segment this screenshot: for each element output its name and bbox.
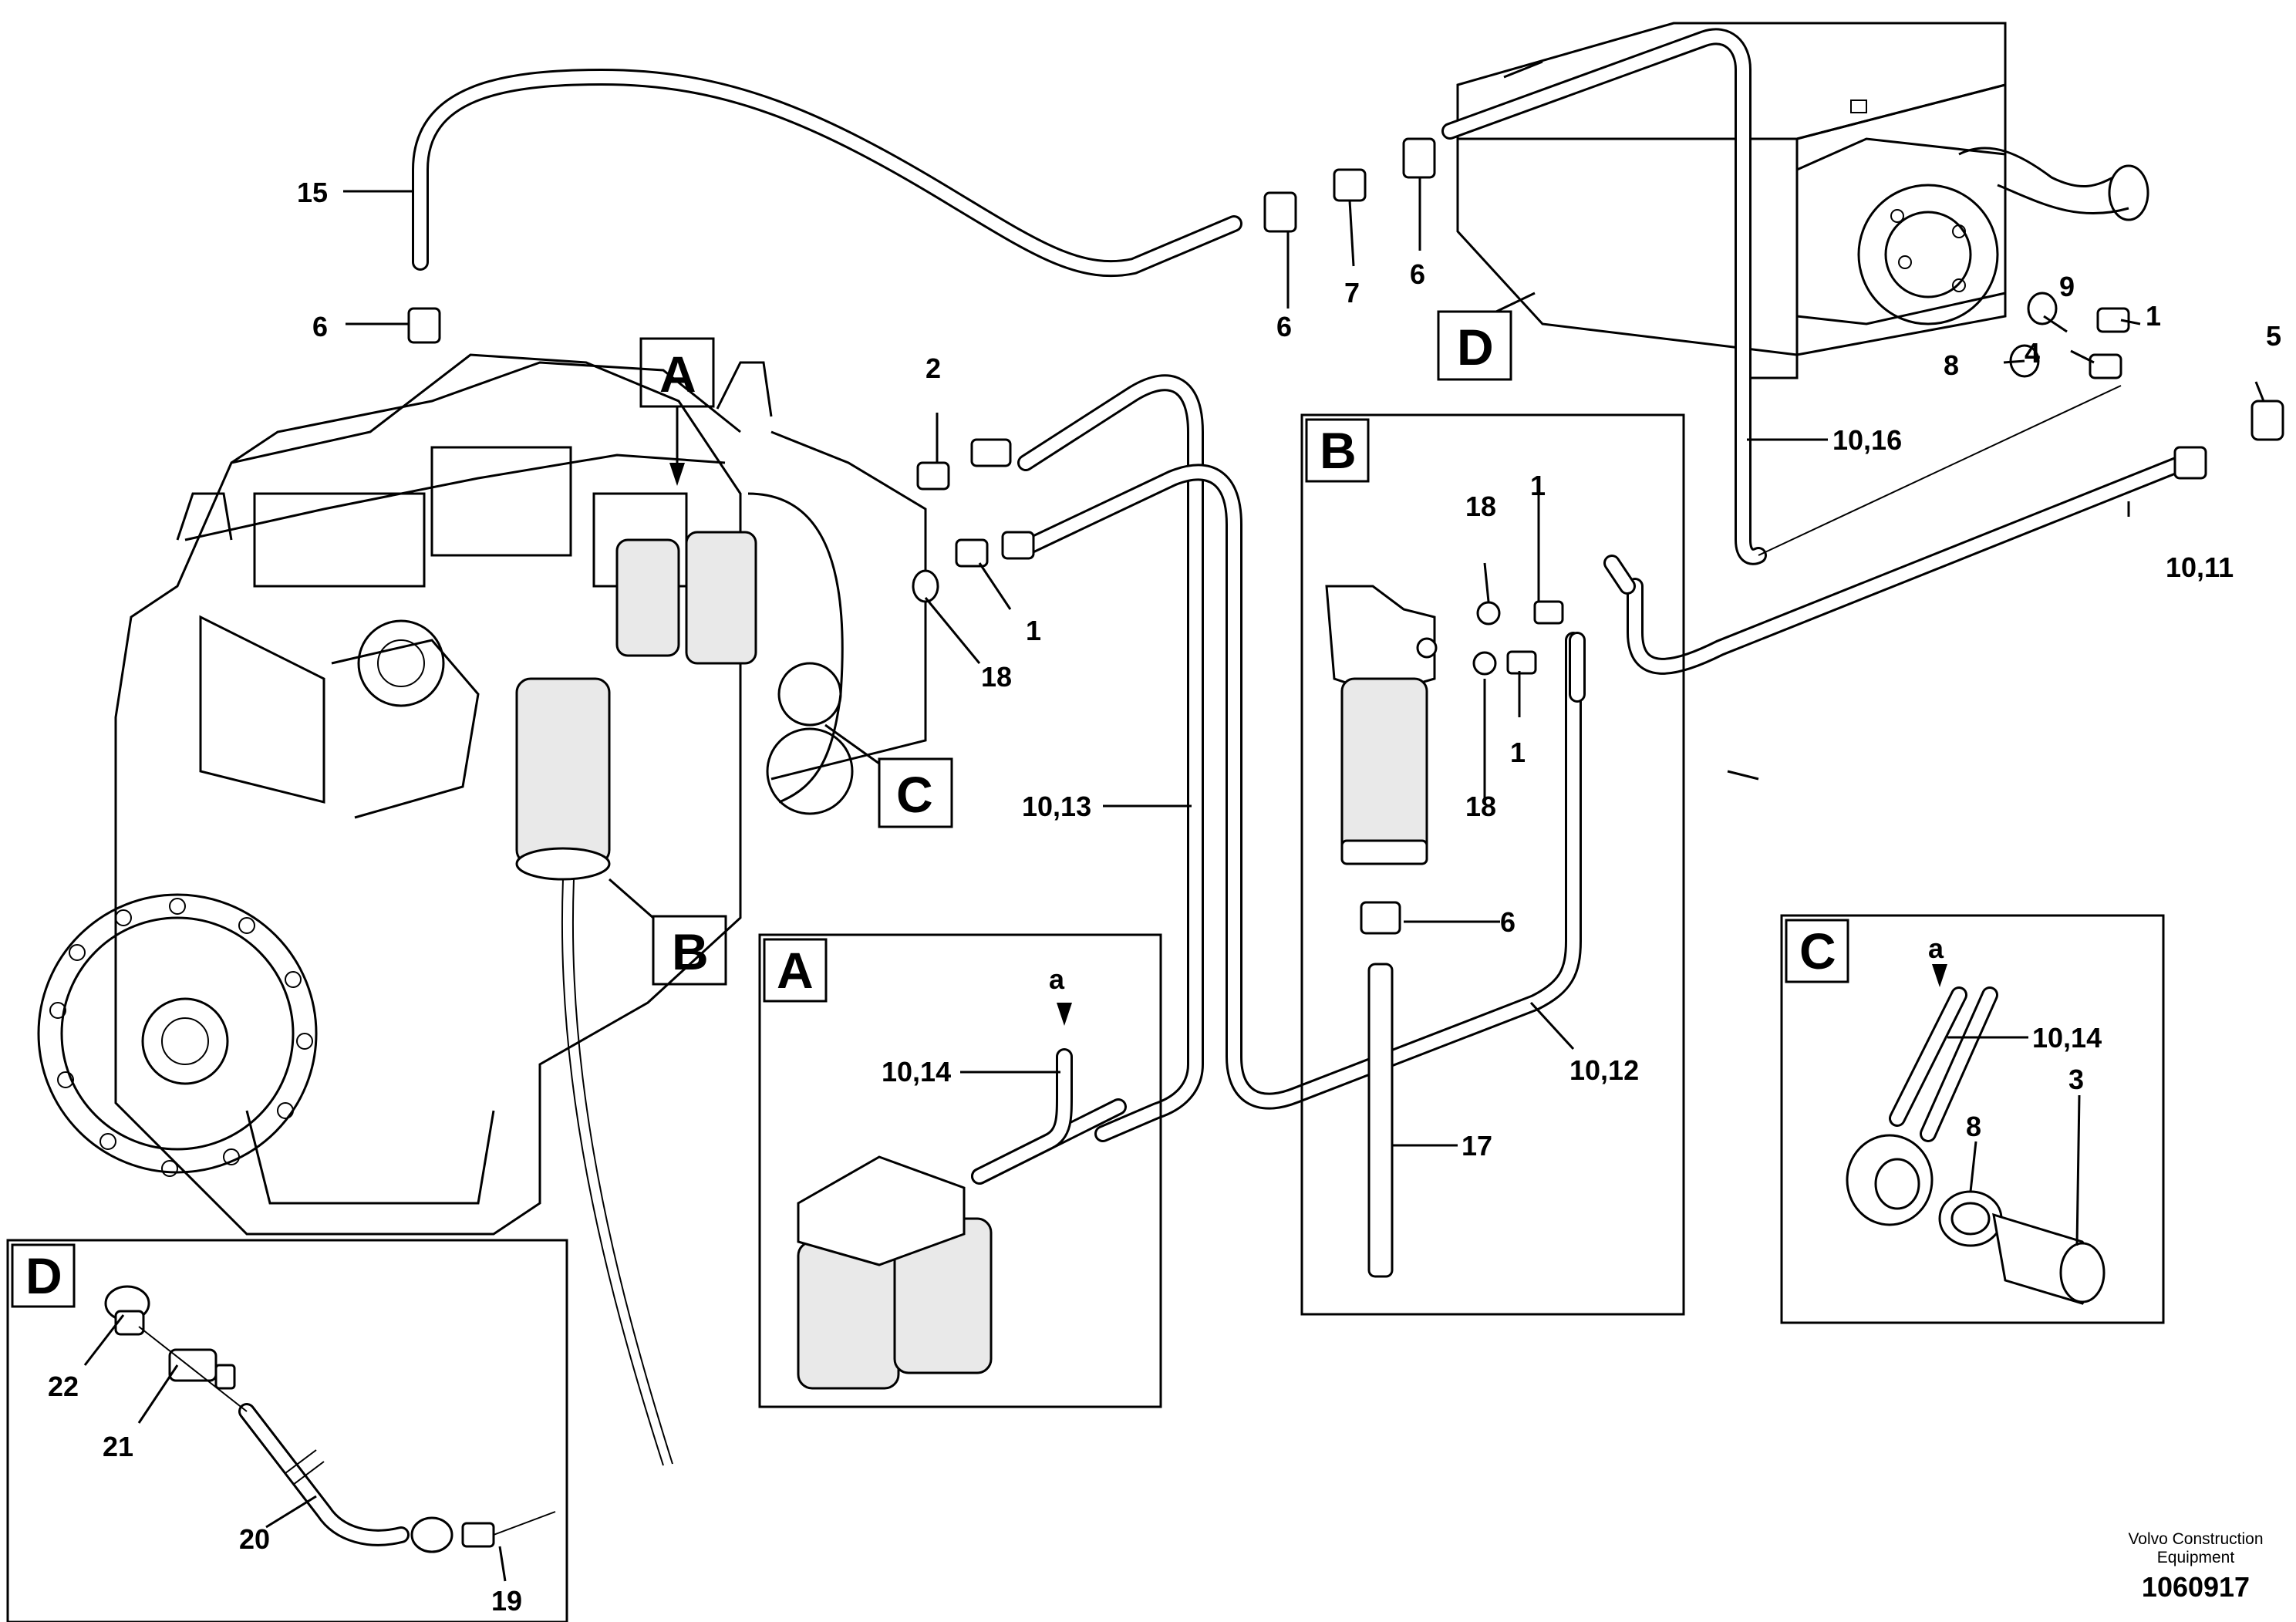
- callout-B: B: [672, 923, 709, 980]
- label-6: 6: [1500, 906, 1515, 938]
- detail-box-C-letter: C: [1799, 922, 1836, 980]
- callout-D: D: [1457, 319, 1494, 376]
- callout-boxes: [609, 292, 1536, 986]
- label-a: a: [1049, 963, 1065, 995]
- label-8: 8: [1944, 349, 1959, 381]
- label-20: 20: [239, 1523, 270, 1555]
- label-1: 1: [1530, 470, 1546, 501]
- callout-letters: A B C D A B C D: [25, 319, 1836, 1304]
- label-21: 21: [103, 1431, 133, 1462]
- detail-box-C: [1780, 914, 2165, 1324]
- label-4: 4: [2025, 337, 2040, 369]
- footer: Volvo Construction Equipment 1060917: [2128, 1530, 2263, 1603]
- diagram-reference-number: 1060917: [2142, 1571, 2250, 1603]
- label-3: 3: [2068, 1064, 2084, 1095]
- label-10-16: 10,16: [1832, 424, 1902, 456]
- label-15: 15: [297, 177, 328, 208]
- label-6: 6: [312, 311, 328, 342]
- label-10-11: 10,11: [2166, 551, 2234, 583]
- company-name-line2: Equipment: [2157, 1549, 2235, 1566]
- label-7: 7: [1344, 277, 1360, 309]
- label-1: 1: [1510, 737, 1526, 768]
- label-8: 8: [1966, 1111, 1981, 1142]
- label-17: 17: [1462, 1130, 1492, 1162]
- label-10-14: 10,14: [2032, 1022, 2102, 1054]
- label-10-14: 10,14: [882, 1056, 951, 1088]
- label-2: 2: [925, 352, 941, 384]
- label-6: 6: [1276, 311, 1292, 342]
- detail-box-D-letter: D: [25, 1247, 62, 1304]
- company-name-line1: Volvo Construction: [2128, 1530, 2263, 1548]
- label-1: 1: [1026, 615, 1041, 646]
- leader-lines: [83, 177, 2265, 1582]
- label-19: 19: [491, 1585, 522, 1617]
- engine-drawing: [37, 353, 927, 1466]
- label-18: 18: [981, 661, 1012, 693]
- label-10-13: 10,13: [1022, 791, 1091, 822]
- detail-box-B-letter: B: [1320, 422, 1357, 479]
- pipes: [407, 28, 2284, 1142]
- callout-A: A: [659, 346, 696, 403]
- callout-C: C: [896, 766, 933, 823]
- detail-box-D: [6, 1239, 568, 1622]
- label-18: 18: [1465, 491, 1496, 522]
- label-1: 1: [2146, 300, 2161, 332]
- detail-box-B: [1300, 413, 1685, 1316]
- detail-box-A-letter: A: [777, 942, 814, 999]
- part-labels: 15 6 6 7 6 9 1 5 8 4 10,16 2 1 18 18 1 1…: [48, 177, 2281, 1617]
- label-18: 18: [1465, 791, 1496, 822]
- detail-box-A: [758, 933, 1162, 1408]
- label-9: 9: [2059, 271, 2075, 302]
- label-a: a: [1928, 932, 1944, 964]
- label-22: 22: [48, 1371, 79, 1402]
- label-10-12: 10,12: [1569, 1054, 1639, 1086]
- label-6: 6: [1410, 258, 1425, 290]
- label-5: 5: [2266, 320, 2281, 352]
